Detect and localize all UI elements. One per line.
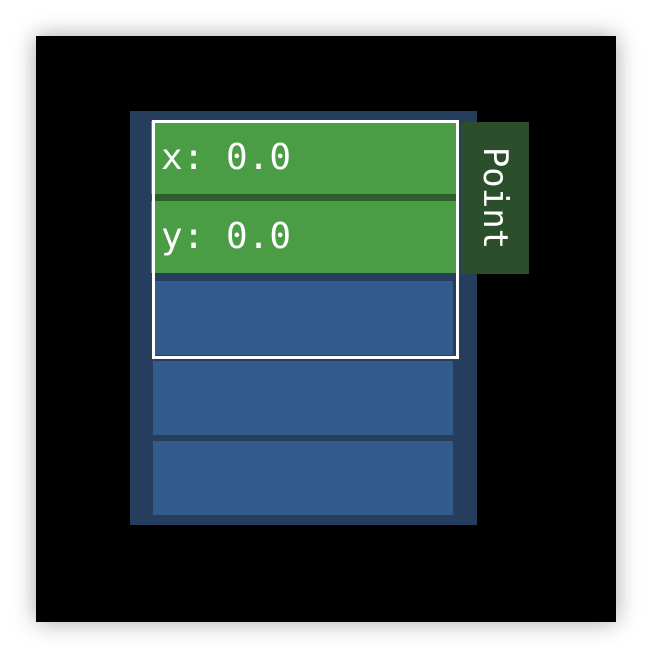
x-field[interactable]: x0.0	[151, 121, 456, 194]
point-node[interactable]: x0.0 y0.0	[151, 121, 456, 273]
y-field-text: y0.0	[161, 216, 292, 257]
empty-slot-3[interactable]	[153, 441, 453, 515]
y-field-value: 0.0	[226, 216, 292, 257]
y-field[interactable]: y0.0	[151, 201, 456, 273]
viewport: x0.0 y0.0 Point	[36, 36, 616, 622]
y-field-label: y	[161, 216, 226, 257]
point-tab-label: Point	[475, 146, 515, 250]
empty-slot-1[interactable]	[153, 281, 453, 355]
x-field-label: x	[161, 137, 226, 178]
field-divider	[151, 194, 456, 201]
x-field-value: 0.0	[226, 136, 292, 178]
point-tab[interactable]: Point	[461, 122, 529, 274]
x-field-text: x0.0	[161, 136, 292, 178]
empty-slot-2[interactable]	[153, 361, 453, 435]
